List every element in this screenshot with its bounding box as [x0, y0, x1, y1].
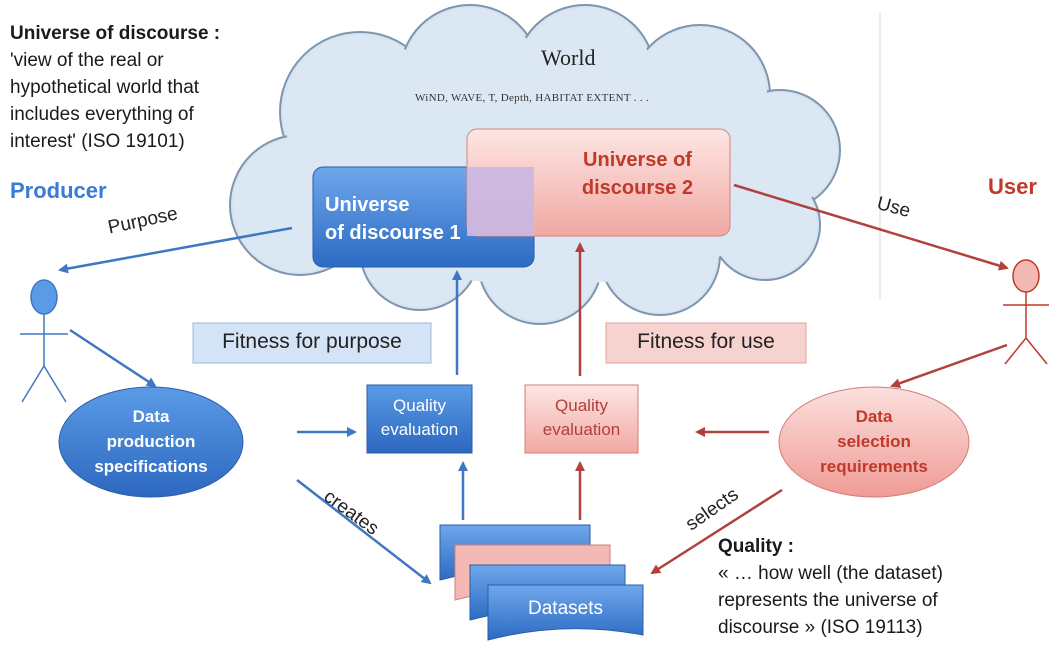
- selects-arrow: [650, 488, 783, 575]
- producer-to-spec-arrow: [69, 328, 157, 388]
- quality-eval-user-label: Quality evaluation: [525, 394, 638, 442]
- selection-req-line: Data: [855, 407, 893, 426]
- production-spec-line: specifications: [94, 457, 208, 476]
- quality-eval-producer-line: evaluation: [380, 420, 459, 439]
- datasets-label: Datasets: [528, 598, 603, 619]
- quality-eval-producer-line: Quality: [393, 396, 446, 415]
- creates-arrow: [296, 479, 432, 585]
- quality-definition-line: represents the universe of: [718, 590, 938, 611]
- world-title: World: [541, 45, 596, 70]
- selection-req-line: requirements: [820, 457, 928, 476]
- user-figure: [1003, 259, 1049, 365]
- quality-eval-user-box: [524, 384, 639, 454]
- universe-definition-line: hypothetical world that: [10, 77, 200, 98]
- universe-2-line: discourse 2: [581, 177, 694, 199]
- quality-definition-term: Quality :: [718, 536, 795, 557]
- quality-eval-user-line: Quality: [555, 396, 608, 415]
- world-variables: WiND, WAVE, T, Depth, HABITAT EXTENT . .…: [415, 92, 650, 104]
- user-to-req-arrow: [890, 343, 1008, 389]
- universe-definition-line: 'view of the real or: [10, 50, 164, 71]
- fitness-for-use-box: [605, 322, 807, 364]
- user-label: User: [988, 174, 1037, 199]
- production-spec-line: production: [106, 432, 196, 451]
- quality-definition: Quality : « … how well (the dataset) rep…: [718, 533, 943, 641]
- universe-overlap: [467, 167, 534, 236]
- universe-definition-line: includes everything of: [10, 104, 194, 125]
- fitness-for-use-label: Fitness for use: [637, 330, 775, 353]
- universe-1-line: Universe: [325, 194, 410, 216]
- universe-definition: Universe of discourse : 'view of the rea…: [10, 20, 220, 155]
- universe-1-line: of discourse 1: [325, 222, 461, 244]
- fitness-for-purpose-label: Fitness for purpose: [222, 330, 402, 353]
- production-spec-line: Data: [132, 407, 170, 426]
- selection-req-line: selection: [837, 432, 911, 451]
- quality-definition-line: « … how well (the dataset): [718, 563, 943, 584]
- universe-definition-term: Universe of discourse :: [10, 23, 221, 44]
- production-spec-label: Data production specifications: [59, 404, 243, 479]
- universe-1-label: Universe of discourse 1: [313, 191, 534, 247]
- universe-2-line: Universe of: [583, 149, 692, 171]
- universe-2-label: Universe of discourse 2: [545, 146, 730, 202]
- universe-definition-line: interest' (ISO 19101): [10, 131, 185, 152]
- selection-req-ellipse: [778, 386, 970, 498]
- fitness-for-purpose-box: [192, 322, 432, 364]
- quality-eval-user-line: evaluation: [542, 420, 621, 439]
- quality-eval-producer-box: [366, 384, 473, 454]
- purpose-arrow: [58, 226, 293, 274]
- producer-figure: [20, 279, 68, 403]
- selection-req-label: Data selection requirements: [779, 404, 969, 479]
- datasets-stack: [439, 524, 644, 641]
- quality-definition-line: discourse » (ISO 19113): [718, 617, 923, 638]
- quality-eval-producer-label: Quality evaluation: [367, 394, 472, 442]
- use-arrow: [733, 183, 1009, 271]
- producer-label: Producer: [10, 178, 107, 203]
